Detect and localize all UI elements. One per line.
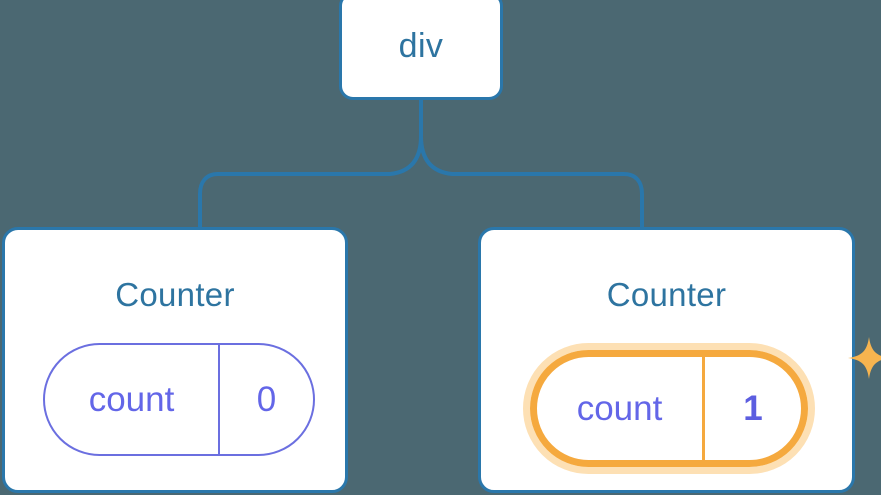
sparkle-large-icon — [848, 337, 881, 379]
connector-branch-right — [419, 98, 644, 230]
node-counter-left-title: Counter — [115, 276, 235, 313]
state-pill-value-left: 0 — [256, 380, 277, 419]
state-pill-key-cell-right: count — [537, 357, 705, 460]
node-div-label: div — [398, 27, 444, 65]
state-pill-value-right: 1 — [743, 389, 763, 428]
node-counter-left[interactable]: Counter count 0 — [2, 227, 348, 493]
state-pill-value-cell-right: 1 — [705, 357, 801, 460]
state-pill-wrapper-left: count 0 — [43, 343, 315, 456]
state-pill-wrapper-right: count 1 — [523, 337, 881, 474]
node-counter-right[interactable]: Counter count 1 — [478, 227, 881, 493]
state-pill-key-right: count — [576, 389, 663, 428]
state-pill-key-cell-left: count — [45, 345, 220, 454]
state-pill-count-left[interactable]: count 0 — [43, 343, 315, 456]
state-pill-glow-ring: count 1 — [523, 343, 815, 474]
state-pill-count-right[interactable]: count 1 — [530, 350, 808, 467]
connector-branch-left — [198, 98, 423, 230]
node-div[interactable]: div — [339, 0, 503, 100]
state-pill-value-cell-left: 0 — [220, 345, 313, 454]
node-counter-right-title: Counter — [606, 276, 727, 313]
sparkle-group — [848, 337, 881, 379]
state-pill-key-left: count — [88, 380, 175, 419]
